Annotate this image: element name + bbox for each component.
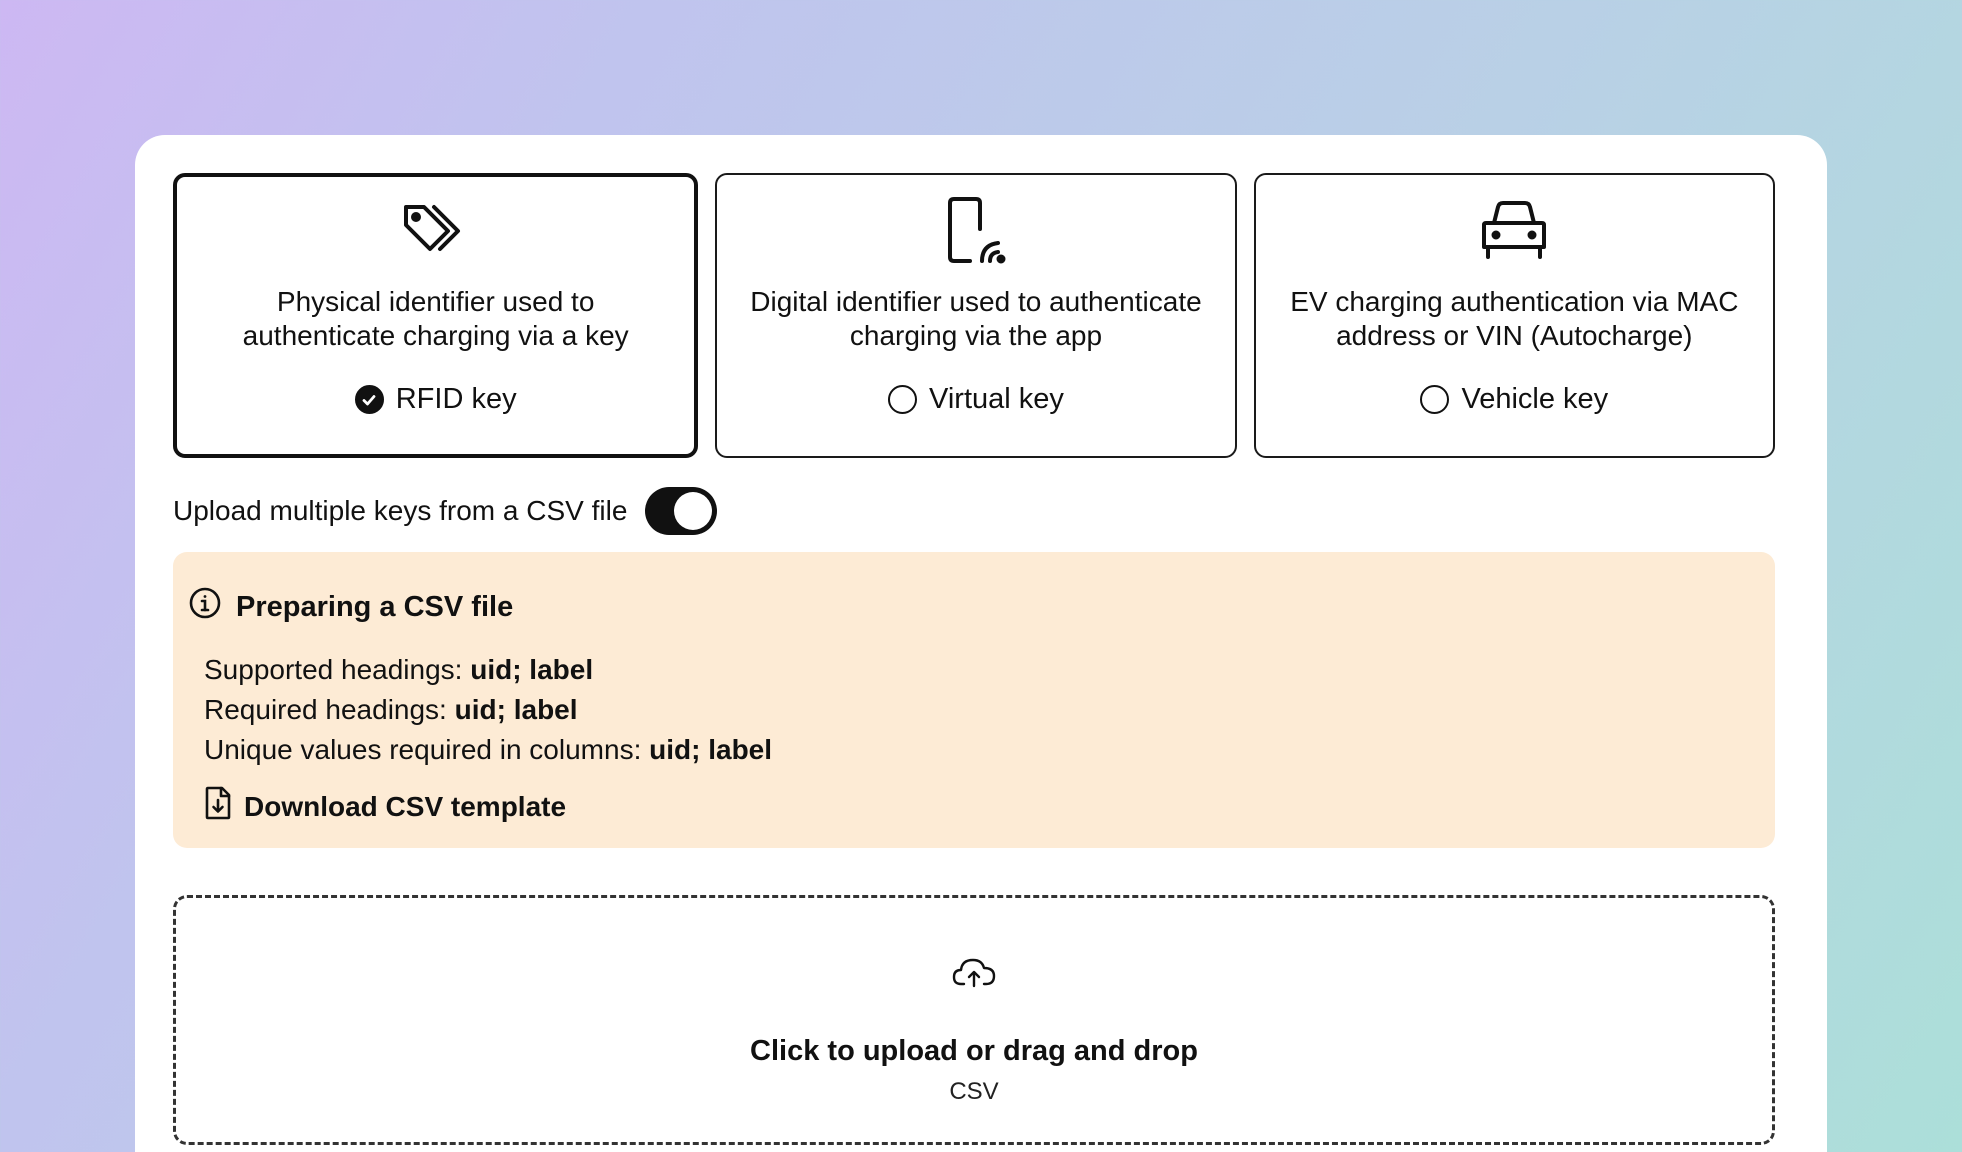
key-type-label: Vehicle key: [1461, 383, 1609, 415]
dropzone-file-type: CSV: [949, 1078, 999, 1105]
dropzone-title: Click to upload or drag and drop: [750, 1035, 1198, 1067]
line-prefix: Supported headings:: [204, 654, 471, 685]
key-type-card-rfid[interactable]: Physical identifier used to authenticate…: [173, 173, 699, 458]
key-type-options: Physical identifier used to authenticate…: [173, 173, 1775, 458]
csv-upload-toggle[interactable]: [645, 487, 718, 535]
car-icon: [1478, 197, 1550, 267]
toggle-knob: [674, 492, 713, 530]
tags-icon: [400, 197, 472, 267]
csv-upload-toggle-row: Upload multiple keys from a CSV file: [173, 487, 718, 535]
key-type-description: Digital identifier used to authenticate …: [750, 286, 1202, 351]
csv-dropzone[interactable]: Click to upload or drag and drop CSV: [173, 895, 1775, 1145]
cloud-upload-icon: [952, 956, 996, 995]
csv-toggle-label: Upload multiple keys from a CSV file: [173, 495, 628, 526]
supported-headings-line: Supported headings: uid; label: [204, 650, 1760, 690]
key-type-card-vehicle[interactable]: EV charging authentication via MAC addre…: [1253, 173, 1775, 458]
required-headings-line: Required headings: uid; label: [204, 690, 1760, 730]
key-type-radio-vehicle[interactable]: Vehicle key: [1420, 383, 1608, 416]
add-keys-panel: Physical identifier used to authenticate…: [135, 135, 1827, 1152]
download-csv-template-link[interactable]: Download CSV template: [204, 786, 566, 827]
unchecked-radio-icon: [1420, 385, 1450, 414]
phone-nfc-icon: [940, 197, 1012, 267]
info-title: Preparing a CSV file: [236, 590, 514, 623]
info-lines: Supported headings: uid; label Required …: [188, 650, 1760, 770]
key-type-description: Physical identifier used to authenticate…: [242, 286, 629, 351]
unchecked-radio-icon: [888, 385, 918, 414]
download-label: Download CSV template: [244, 790, 567, 822]
checked-radio-icon: [354, 385, 384, 414]
line-value: uid; label: [454, 694, 578, 725]
key-type-label: RFID key: [395, 383, 517, 415]
key-type-radio-rfid[interactable]: RFID key: [354, 383, 517, 416]
line-value: uid; label: [649, 734, 773, 765]
unique-values-line: Unique values required in columns: uid; …: [204, 730, 1760, 770]
key-type-radio-virtual[interactable]: Virtual key: [888, 383, 1064, 416]
line-prefix: Required headings:: [204, 694, 455, 725]
key-type-label: Virtual key: [929, 383, 1064, 415]
csv-info-box: Preparing a CSV file Supported headings:…: [173, 552, 1775, 848]
key-type-card-virtual[interactable]: Digital identifier used to authenticate …: [715, 173, 1237, 458]
file-download-icon: [204, 786, 232, 827]
key-type-description: EV charging authentication via MAC addre…: [1290, 286, 1739, 351]
info-icon: [188, 586, 222, 628]
line-value: uid; label: [470, 654, 594, 685]
line-prefix: Unique values required in columns:: [204, 734, 650, 765]
info-title-row: Preparing a CSV file: [188, 586, 1760, 628]
